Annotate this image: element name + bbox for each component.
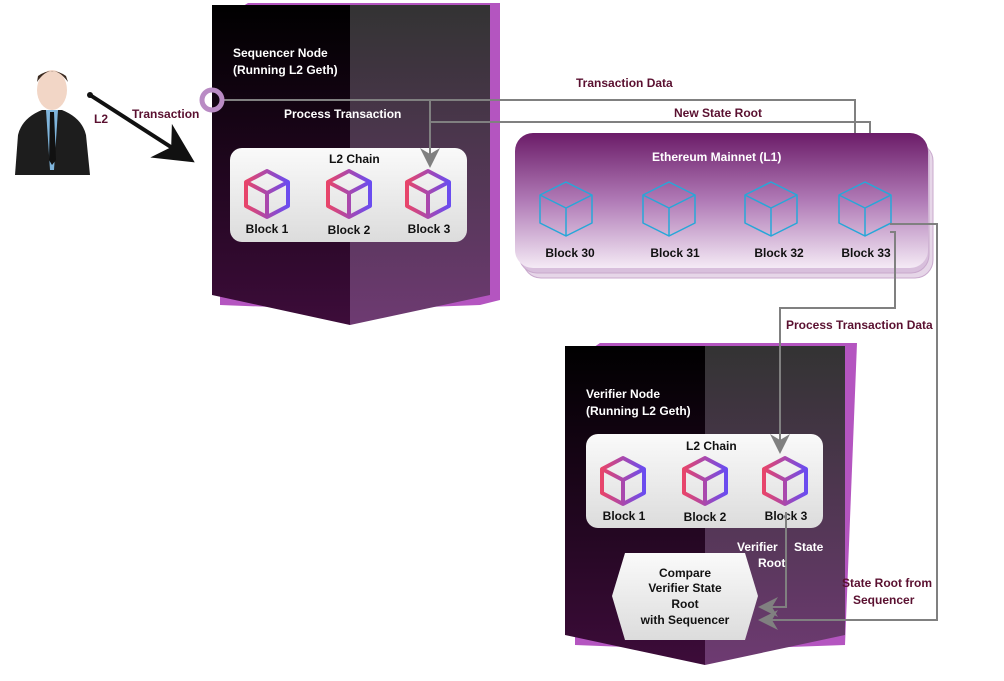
mainnet-block-label: Block 33 — [841, 246, 891, 260]
mainnet-block-label: Block 31 — [650, 246, 700, 260]
mainnet-block-label: Block 30 — [545, 246, 595, 260]
state-root-from-sequencer-arrow — [758, 223, 938, 630]
compare-line: with Sequencer — [640, 613, 730, 627]
verifier-state-root-label: State — [794, 540, 824, 554]
compare-line: Root — [671, 597, 698, 611]
verifier-title: Verifier Node — [586, 387, 660, 401]
transaction-entry-ring — [199, 87, 225, 113]
transaction-label: Transaction — [132, 107, 199, 121]
state-root-from-sequencer-label: State Root from — [842, 576, 932, 590]
compare-line: Compare — [659, 566, 711, 580]
verifier-block-label: Block 1 — [603, 509, 646, 523]
verifier-state-root-arrow — [758, 512, 787, 617]
new-state-root-label: New State Root — [674, 106, 762, 120]
ethereum-mainnet-panel — [515, 133, 934, 279]
l2-label: L2 — [94, 112, 108, 126]
sequencer-subtitle: (Running L2 Geth) — [233, 63, 338, 77]
compare-line: Verifier State — [648, 581, 722, 595]
sequencer-block-label: Block 3 — [408, 222, 451, 236]
mainnet-title: Ethereum Mainnet (L1) — [652, 150, 781, 164]
compare-state-root-box — [612, 553, 758, 640]
transaction-arrow — [88, 93, 195, 163]
process-transaction-data-label: Process Transaction Data — [786, 318, 933, 332]
process-transaction-data-arrow — [770, 231, 896, 454]
transaction-data-label: Transaction Data — [576, 76, 673, 90]
mainnet-block-label: Block 32 — [754, 246, 804, 260]
process-transaction-label: Process Transaction — [284, 107, 401, 121]
state-root-from-sequencer-label: Sequencer — [853, 593, 915, 607]
sequencer-block-label: Block 1 — [246, 222, 289, 236]
verifier-subtitle: (Running L2 Geth) — [586, 404, 691, 418]
user-avatar-icon — [15, 70, 90, 175]
sequencer-title: Sequencer Node — [233, 46, 328, 60]
sequencer-chain-title: L2 Chain — [329, 152, 380, 166]
verifier-state-root-label: Verifier — [737, 540, 778, 554]
verifier-state-root-label: Root — [758, 556, 785, 570]
verifier-chain-title: L2 Chain — [686, 439, 737, 453]
verifier-block-label: Block 2 — [684, 510, 727, 524]
sequencer-block-label: Block 2 — [328, 223, 371, 237]
